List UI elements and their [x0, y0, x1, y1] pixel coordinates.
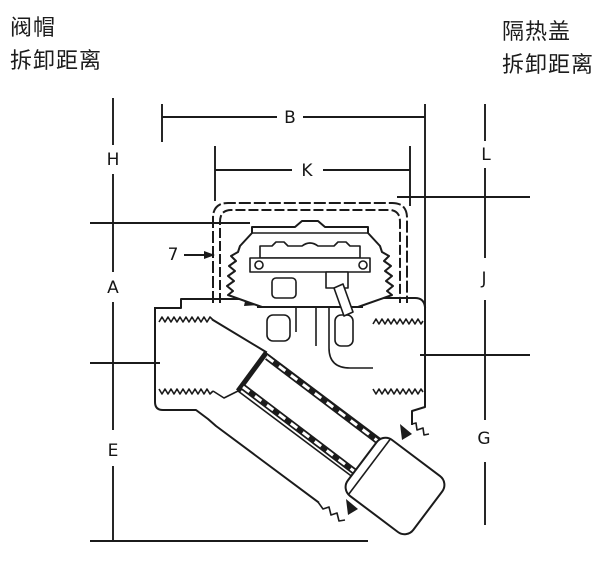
dimension-label-e: E	[108, 441, 119, 461]
insulation-cover-clearance-line2: 拆卸距离	[502, 53, 595, 78]
strainer-branch	[235, 351, 446, 536]
disc-plate	[259, 241, 361, 259]
insulation-cover-outline	[212, 202, 408, 303]
bonnet-clearance-label: 阀帽 拆卸距离	[10, 12, 102, 78]
seat-pin-right	[358, 260, 368, 270]
strainer-seal-upper	[400, 424, 412, 440]
dimension-letter-labels: B K H A E L J G	[107, 108, 492, 461]
dimension-lines	[90, 98, 530, 542]
bonnet-clearance-line2: 拆卸距离	[10, 49, 103, 74]
bonnet-clearance-line1: 阀帽	[10, 16, 57, 41]
strainer-cap	[344, 436, 446, 536]
dimension-label-b: B	[284, 108, 296, 128]
strainer-seal-lower	[346, 499, 358, 515]
dimension-label-k: K	[301, 161, 313, 181]
dimension-label-g: G	[477, 429, 490, 449]
stem-block	[325, 271, 349, 289]
part7-arrowhead	[204, 251, 215, 259]
dimension-label-l: L	[481, 145, 491, 165]
bonnet-window	[271, 277, 297, 299]
part7-callout: 7	[168, 245, 215, 265]
bonnet-assembly	[226, 220, 394, 317]
dimension-label-j: J	[480, 269, 486, 289]
outlet-port-window	[334, 314, 354, 347]
dimension-label-h: H	[107, 150, 120, 170]
seat-plate	[249, 257, 371, 273]
inlet-port-window	[266, 314, 291, 342]
stem-rod	[333, 283, 354, 317]
insulation-cover-clearance-label: 隔热盖 拆卸距离	[502, 16, 594, 82]
insulation-cover-clearance-line1: 隔热盖	[502, 20, 572, 45]
part7-label: 7	[168, 245, 179, 265]
seat-pin-left	[254, 260, 264, 270]
dimension-label-a: A	[107, 278, 119, 298]
